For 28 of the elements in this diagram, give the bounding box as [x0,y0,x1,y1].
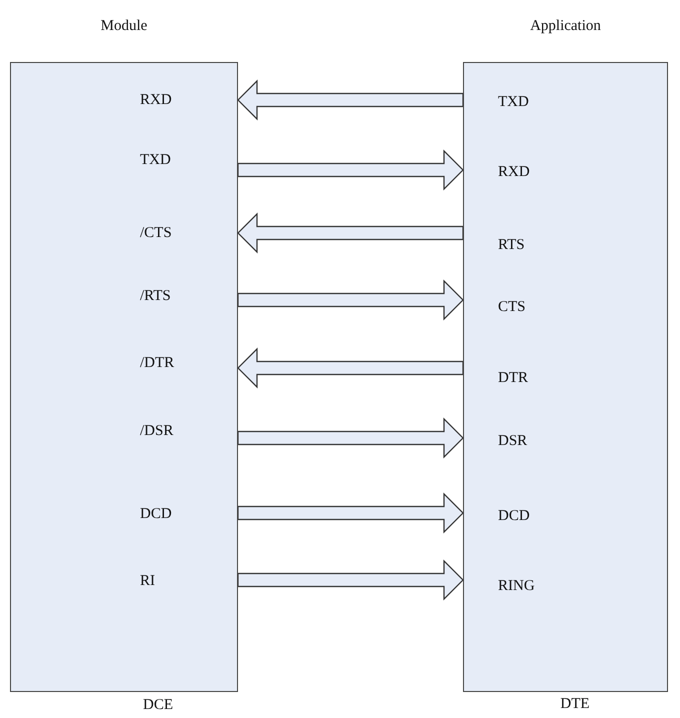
panel-heading: Application [529,18,602,35]
signal-label: DCD [120,502,238,526]
arrow [237,150,464,190]
signal-label: RI [120,569,238,593]
signal-label: /CTS [120,221,238,245]
panel-caption: DTE [559,696,591,713]
signal-label: /RTS [120,284,238,308]
arrow [237,348,464,388]
arrow [237,80,464,120]
signal-label: /DSR [120,419,238,443]
arrow [237,492,464,534]
arrow [237,280,464,320]
signal-label: RXD [120,88,238,112]
panel-caption: DCE [142,697,174,714]
signal-label: DSR [463,429,573,453]
arrow [237,212,464,254]
signal-label: RING [463,574,573,598]
arrow [237,560,464,600]
signal-label: /DTR [120,351,238,375]
signal-label: TXD [120,148,238,172]
signal-label: TXD [463,90,573,114]
panel-heading: Module [100,18,148,35]
signal-label: RXD [463,160,573,184]
arrow [237,418,464,458]
signal-label: RTS [463,233,573,257]
signal-label: DCD [463,504,573,528]
signal-label: DTR [463,366,573,390]
signal-label: CTS [463,295,573,319]
